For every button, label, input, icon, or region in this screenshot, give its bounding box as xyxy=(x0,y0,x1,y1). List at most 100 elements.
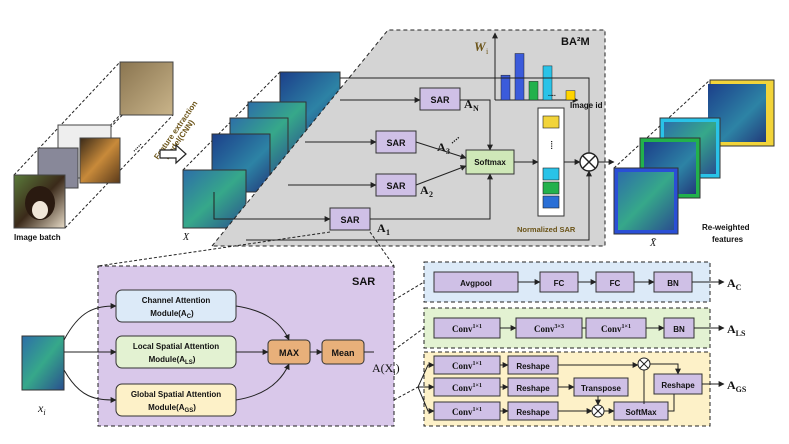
local-conv1-sup: 1×1 xyxy=(473,324,482,330)
image-tiger xyxy=(79,137,121,184)
image-batch: ..... Image batch xyxy=(13,61,174,242)
svg-text:Conv1×1: Conv1×1 xyxy=(452,407,482,417)
extraction-arrow xyxy=(159,143,187,165)
mean-label: Mean xyxy=(331,348,354,358)
weights-label: W xyxy=(474,39,487,54)
ac-label: A xyxy=(727,276,736,290)
sar-3-label: SAR xyxy=(386,138,406,148)
normalized-sar-label: Normalized SAR xyxy=(517,225,576,234)
sar-detail-connectors xyxy=(63,303,374,403)
a-n-sub: N xyxy=(473,104,479,113)
svg-text:Module(ALS): Module(ALS) xyxy=(149,355,196,366)
sar-dots: .... xyxy=(447,131,461,145)
svg-text:Conv1×1: Conv1×1 xyxy=(601,324,631,334)
global-conv-a-sup: 1×1 xyxy=(473,361,482,367)
xi-label: x xyxy=(37,401,44,415)
a-1-label: A xyxy=(377,221,386,235)
output-end: ) xyxy=(396,361,400,375)
svg-text:xi: xi xyxy=(37,401,46,417)
x-bar-label: X̄ xyxy=(649,238,657,249)
mult-node-bottom xyxy=(591,404,605,418)
sar-detail-title: SAR xyxy=(352,276,375,288)
weight-bar xyxy=(500,74,511,101)
sar-n-label: SAR xyxy=(430,95,450,105)
ba2m-panel: BA²M W i .... Image id SAR A N SAR A 3 .… xyxy=(210,29,606,247)
channel-label-2: Module(A xyxy=(150,309,187,318)
svg-text:AGS: AGS xyxy=(727,378,747,394)
global-label-1: Global Spatial Attention xyxy=(131,390,221,399)
fc2-label: FC xyxy=(610,279,621,288)
global-conv-c-sup: 1×1 xyxy=(473,407,482,413)
global-conv-a-label: Conv xyxy=(452,361,473,371)
image-id-label: Image id xyxy=(570,101,603,110)
mult-node-top xyxy=(637,357,651,371)
weights-dots: .... xyxy=(548,91,556,98)
local-paren: ) xyxy=(193,355,196,364)
a-2-label: A xyxy=(420,183,429,197)
svg-text:Conv1×1: Conv1×1 xyxy=(452,383,482,393)
softmax-label: Softmax xyxy=(474,158,506,167)
local-label-1: Local Spatial Attention xyxy=(133,342,219,351)
global-branch: Conv1×1 Conv1×1 Conv1×1 Reshape Reshape … xyxy=(417,351,747,427)
global-paren: ) xyxy=(193,403,196,412)
sar-1-label: SAR xyxy=(340,215,360,225)
sar-detail-panel: SAR Channel Attention Module(AC) Local S… xyxy=(97,265,395,427)
als-sub: LS xyxy=(736,329,746,338)
svg-text:AC: AC xyxy=(727,276,742,292)
reweighted-label-1: Re-weighted xyxy=(702,223,750,232)
sar-box-n: SAR A N xyxy=(419,87,479,113)
reshape-a-label: Reshape xyxy=(516,362,550,371)
svg-text:Conv1×1: Conv1×1 xyxy=(452,324,482,334)
output-label: A(X xyxy=(372,361,394,375)
local-label-2: Module(A xyxy=(149,355,186,364)
global-conv-b-label: Conv xyxy=(452,383,473,393)
svg-text:A(Xi): A(Xi) xyxy=(372,361,400,377)
sar-2-label: SAR xyxy=(386,181,406,191)
channel-label-1: Channel Attention xyxy=(142,296,211,305)
sar-box-3: SAR A 3 .... xyxy=(375,130,461,156)
ba2m-title: BA²M xyxy=(561,36,590,48)
channel-branch: Avgpool FC FC BN AC xyxy=(423,261,742,303)
a-3-sub: 3 xyxy=(446,147,450,156)
global-conv-c-label: Conv xyxy=(452,407,473,417)
reweighted-label-2: features xyxy=(712,235,744,244)
image-batch-label: Image batch xyxy=(14,233,61,242)
ac-sub: C xyxy=(736,283,742,292)
output-sub: i xyxy=(393,368,396,377)
avgpool-label: Avgpool xyxy=(460,279,492,288)
local-conv2-label: Conv xyxy=(534,324,555,334)
transpose-label: Transpose xyxy=(581,384,622,393)
ba2m-connectors xyxy=(213,77,615,241)
normalized-cell xyxy=(542,195,560,209)
local-conv3-sup: 1×1 xyxy=(622,324,631,330)
global-label-sub: GS xyxy=(185,408,194,414)
weight-bar xyxy=(514,53,525,101)
weights-sub: i xyxy=(486,47,489,56)
max-label: MAX xyxy=(279,348,299,358)
global-label-2: Module(A xyxy=(148,403,185,412)
reshape-out-label: Reshape xyxy=(661,381,695,390)
normalized-cell xyxy=(542,115,560,129)
local-label-sub: LS xyxy=(185,360,193,366)
reweighted-stack: X̄ Re-weighted features xyxy=(613,79,775,249)
weights-chart: W i .... Image id xyxy=(474,32,603,110)
normalized-sar: .... Normalized SAR xyxy=(517,107,576,234)
ags-label: A xyxy=(727,378,736,392)
als-label: A xyxy=(727,322,736,336)
a-3-label: A xyxy=(437,140,446,154)
bn-local-label: BN xyxy=(673,325,685,334)
svg-text:Conv3×3: Conv3×3 xyxy=(534,324,564,334)
zoom-line-right xyxy=(369,231,395,267)
ags-sub: GS xyxy=(736,385,747,394)
reshape-c-label: Reshape xyxy=(516,408,550,417)
normalized-cell xyxy=(542,181,560,195)
a-1-sub: 1 xyxy=(386,228,390,237)
branch-connectors xyxy=(393,281,425,401)
xi-feature-map xyxy=(21,335,65,391)
fc1-label: FC xyxy=(554,279,565,288)
svg-text:Module(AC): Module(AC) xyxy=(150,309,194,320)
svg-text:Conv1×1: Conv1×1 xyxy=(452,361,482,371)
image-cat xyxy=(119,61,174,116)
norm-dots: .... xyxy=(549,141,558,150)
